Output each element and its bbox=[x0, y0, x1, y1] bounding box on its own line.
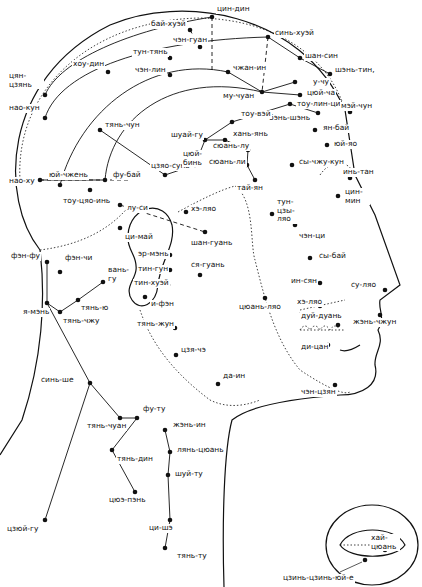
point-name: чжан-ин bbox=[232, 64, 267, 73]
point-name: юй-чжень bbox=[48, 171, 89, 180]
point-name: дуй-дуань bbox=[300, 312, 343, 321]
point-name: тянь-чжу bbox=[62, 317, 101, 326]
point-name: тин-гун bbox=[137, 265, 169, 274]
point-name: цин-дин bbox=[216, 5, 251, 14]
point-name: тянь-чун bbox=[104, 121, 141, 130]
point-name: тянь-ю bbox=[80, 304, 109, 313]
point-name: шуай-гу bbox=[170, 131, 204, 140]
point-name: хай-цюань bbox=[370, 534, 400, 551]
point-name: чэн-лин bbox=[134, 66, 167, 75]
point-name: фэн-фу bbox=[10, 252, 41, 261]
point-name: фу-ту bbox=[142, 405, 166, 414]
point-name: тун-цзы-ляо bbox=[276, 198, 308, 224]
point-dots bbox=[38, 15, 388, 563]
point-name: сюань-лу bbox=[212, 142, 250, 151]
point-name: ди-цан bbox=[300, 343, 329, 352]
point-name: шуй-ту bbox=[174, 470, 204, 479]
point-name: цзя-чэ bbox=[180, 346, 207, 355]
point-name: тоу-вэй bbox=[240, 110, 272, 119]
point-name: шэнь-тин, bbox=[334, 66, 376, 75]
point-name: тун-тянь bbox=[132, 48, 169, 57]
point-name: жэнь-ин bbox=[172, 421, 207, 430]
point-name: цюэ-пэнь bbox=[108, 496, 147, 505]
point-name: ци-май bbox=[124, 233, 154, 242]
leader-lines bbox=[340, 562, 362, 572]
point-name: тянь-чуан bbox=[86, 422, 127, 431]
guide-lines bbox=[40, 17, 268, 232]
point-name: хань-янь bbox=[232, 130, 269, 139]
point-name: мэй-чун bbox=[340, 102, 373, 111]
point-name: хоу-дин bbox=[72, 60, 105, 69]
point-name: да-ин bbox=[222, 372, 246, 381]
point-name: ся-гуань bbox=[190, 261, 226, 270]
point-name: тянь-ту bbox=[176, 552, 208, 561]
point-name: юй-яо bbox=[333, 140, 358, 149]
point-name: тоу-лин-ци bbox=[296, 100, 341, 109]
point-name: жэнь-чжун bbox=[352, 318, 397, 327]
point-name: чэн-цзян bbox=[300, 388, 337, 397]
point-name: тин-хуэй bbox=[133, 279, 170, 288]
point-name: я-мэнь bbox=[22, 308, 50, 317]
point-name: сы-чжу-кун bbox=[298, 158, 345, 167]
point-name: и-фэн bbox=[150, 300, 175, 309]
point-name: у-чу bbox=[312, 78, 330, 87]
point-name: инь-тан bbox=[342, 168, 375, 177]
region-boundaries bbox=[20, 18, 390, 545]
point-name: вань-гу bbox=[107, 266, 129, 283]
point-name: нао-кун bbox=[8, 104, 44, 113]
point-name: лу-си bbox=[126, 204, 149, 213]
head-outline bbox=[0, 11, 418, 587]
point-name: сы-бай bbox=[318, 252, 347, 261]
point-name: фу-бай bbox=[112, 171, 142, 180]
point-name: ян-бай bbox=[322, 124, 350, 133]
point-name: тоу-цяо-инь bbox=[62, 197, 111, 206]
point-name: фэн-чи bbox=[64, 254, 93, 263]
point-name: хэ-ляо bbox=[296, 298, 323, 307]
point-name: цзинь-цзинь-юй-е bbox=[282, 574, 355, 583]
point-name: тай-ян bbox=[236, 184, 264, 193]
point-name: су-ляо bbox=[350, 281, 377, 290]
point-name: хэ-ляо bbox=[190, 205, 217, 214]
point-name: ци-шэ bbox=[148, 524, 174, 533]
point-name: цян-цзянь bbox=[8, 72, 44, 89]
point-name: цюй-ча bbox=[306, 89, 336, 98]
point-name: шан-син bbox=[304, 52, 339, 61]
point-name: цюань-ляо bbox=[238, 303, 282, 312]
point-name: синь-ше bbox=[40, 376, 75, 385]
point-name: сюань-ли bbox=[208, 158, 247, 167]
point-name: эр-мэнь bbox=[137, 250, 170, 259]
point-name: тянь-жун bbox=[136, 320, 175, 329]
point-name: тянь-дин bbox=[116, 455, 154, 464]
point-name: шан-гуань bbox=[190, 239, 233, 248]
point-name: синь-хуэй bbox=[274, 29, 315, 38]
point-name: лянь-цюань bbox=[176, 446, 225, 455]
point-name: цин-мин bbox=[344, 188, 370, 205]
meridian-lines bbox=[40, 17, 330, 548]
point-name: му-чуан bbox=[222, 92, 255, 101]
point-name: бэнь-шэнь bbox=[268, 114, 311, 123]
point-name: чэн-гуан bbox=[172, 36, 208, 45]
point-name: бай-хуэй bbox=[150, 20, 187, 29]
point-name: ин-сян bbox=[290, 277, 318, 286]
point-name: цзюй-гу bbox=[6, 525, 39, 534]
point-name: нао-ху bbox=[8, 177, 36, 186]
point-name: чэн-ци bbox=[298, 232, 326, 241]
